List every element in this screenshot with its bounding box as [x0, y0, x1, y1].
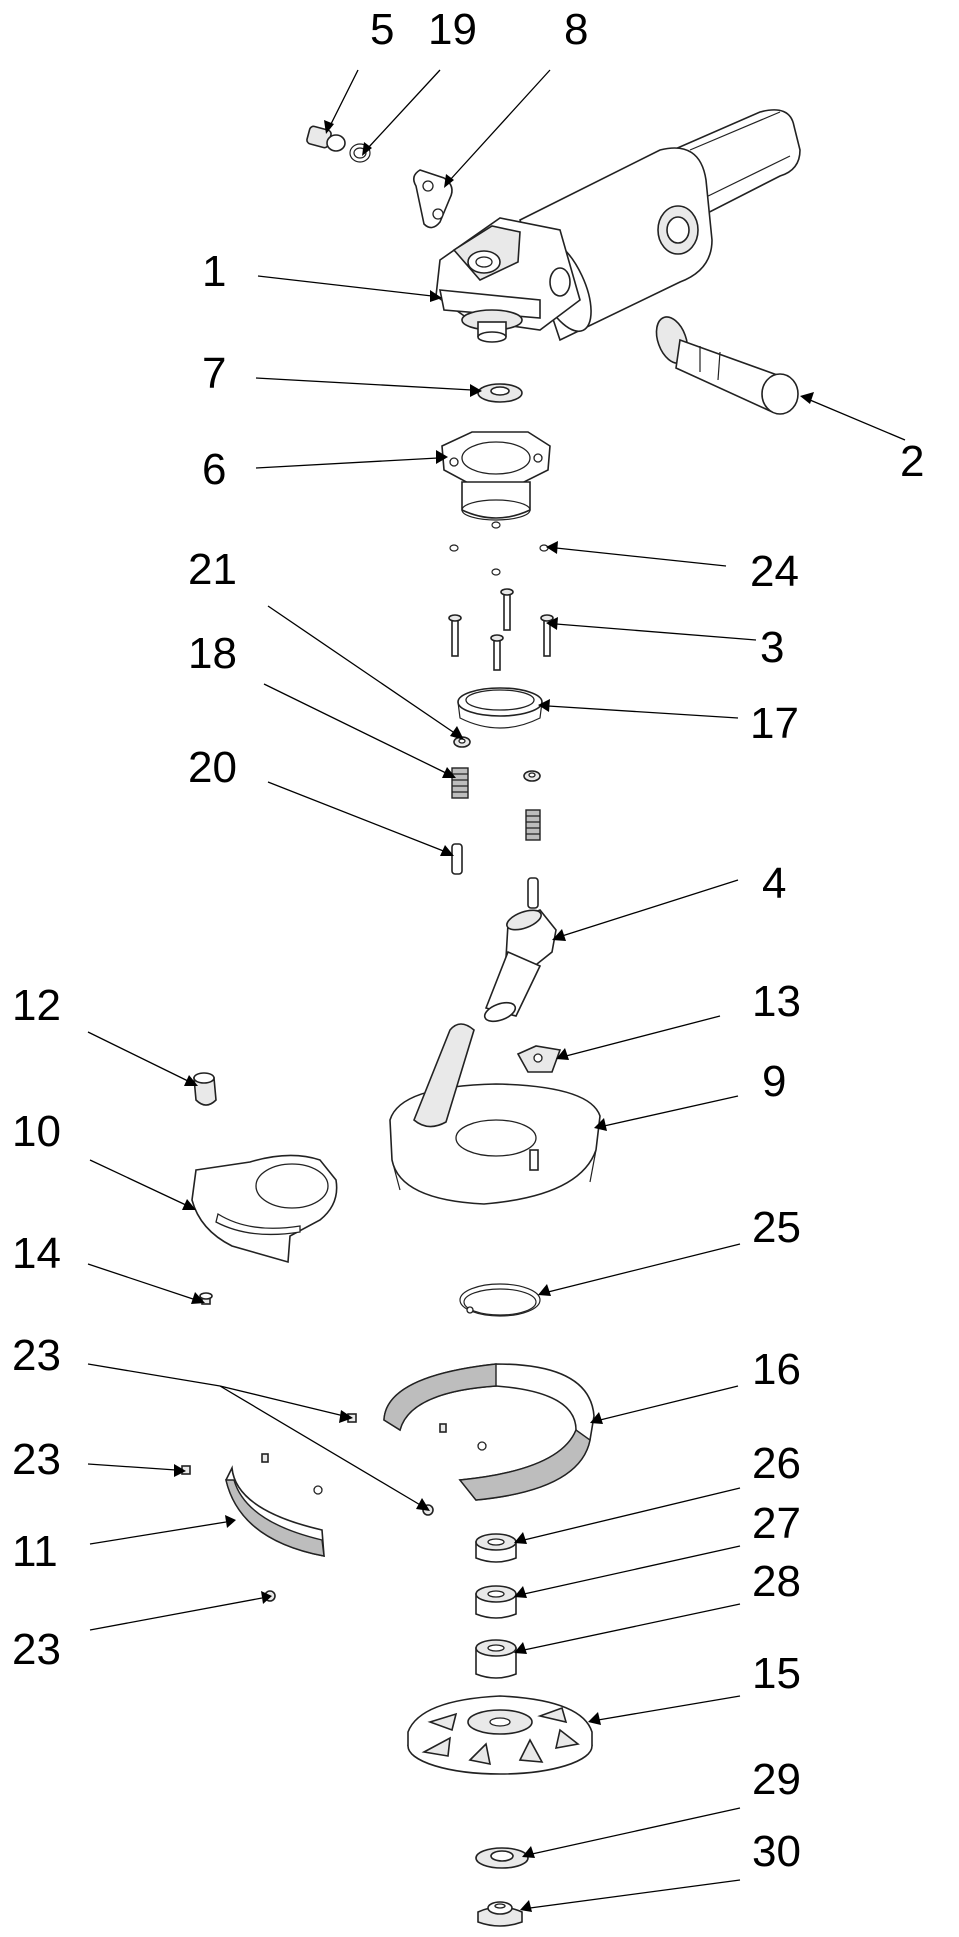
callout-23a: 23: [12, 1331, 61, 1380]
part-19-ring: [349, 143, 371, 163]
callout-24: 24: [750, 547, 799, 596]
callout-23b: 23: [12, 1435, 61, 1484]
part-21-nuts: [453, 736, 541, 782]
part-18-springs: [451, 767, 541, 841]
callout-11: 11: [12, 1527, 58, 1576]
callout-27: 27: [752, 1499, 801, 1548]
callout-13: 13: [752, 977, 801, 1026]
callout-14: 14: [12, 1229, 61, 1278]
part-9-shroud-top: [389, 1023, 601, 1205]
part-14-screw: [199, 1292, 213, 1305]
part-15-cup-wheel: [407, 1695, 593, 1775]
part-11-brush-section: [225, 1453, 325, 1557]
callout-23c: 23: [12, 1625, 61, 1674]
callout-7: 7: [202, 349, 226, 398]
part-3-screws: [448, 588, 554, 671]
part-29-flange: [475, 1847, 529, 1869]
part-17-collar: [457, 687, 543, 729]
part-23-screws: [181, 1413, 434, 1602]
callout-4: 4: [762, 859, 786, 908]
part-24-o-rings: [449, 521, 549, 576]
part-25-retaining-ring: [459, 1283, 541, 1317]
callout-30: 30: [752, 1827, 801, 1876]
callout-5: 5: [370, 5, 394, 54]
part-2-side-handle: [655, 316, 799, 415]
callout-25: 25: [752, 1203, 801, 1252]
part-13-clip: [516, 1045, 562, 1073]
part-30-nut: [477, 1901, 523, 1927]
callout-21: 21: [188, 545, 237, 594]
callout-2: 2: [900, 437, 924, 486]
callout-12: 12: [12, 981, 61, 1030]
callout-labels: 5 19 8 1 7 2 6 24 21 3 18 17 20 4 12 13 …: [12, 5, 924, 1876]
callout-29: 29: [752, 1755, 801, 1804]
part-26-spacer: [475, 1533, 517, 1563]
callout-28: 28: [752, 1557, 801, 1606]
callout-9: 9: [762, 1057, 786, 1106]
callout-16: 16: [752, 1345, 801, 1394]
callout-10: 10: [12, 1107, 61, 1156]
callout-20: 20: [188, 743, 237, 792]
part-28-spacer: [475, 1639, 517, 1679]
callout-17: 17: [750, 699, 799, 748]
part-6-adapter: [441, 431, 551, 521]
part-5-plug: [306, 125, 346, 152]
leader-lines: [87, 69, 906, 1912]
part-27-spacer: [475, 1585, 517, 1619]
part-7-flange: [477, 383, 523, 403]
part-4-dust-port: [483, 909, 557, 1023]
part-16-brush-skirt: [383, 1363, 595, 1501]
part-8-plate: [412, 169, 453, 229]
part-20-pins: [451, 843, 539, 909]
callout-1: 1: [202, 247, 226, 296]
callout-19: 19: [428, 5, 477, 54]
callout-3: 3: [760, 623, 784, 672]
callout-6: 6: [202, 445, 226, 494]
callout-26: 26: [752, 1439, 801, 1488]
part-10-cover: [191, 1154, 338, 1264]
part-1-grinder-body: [435, 109, 801, 343]
part-12-knob: [193, 1072, 217, 1106]
callout-18: 18: [188, 629, 237, 678]
callout-8: 8: [564, 5, 588, 54]
callout-15: 15: [752, 1649, 801, 1698]
